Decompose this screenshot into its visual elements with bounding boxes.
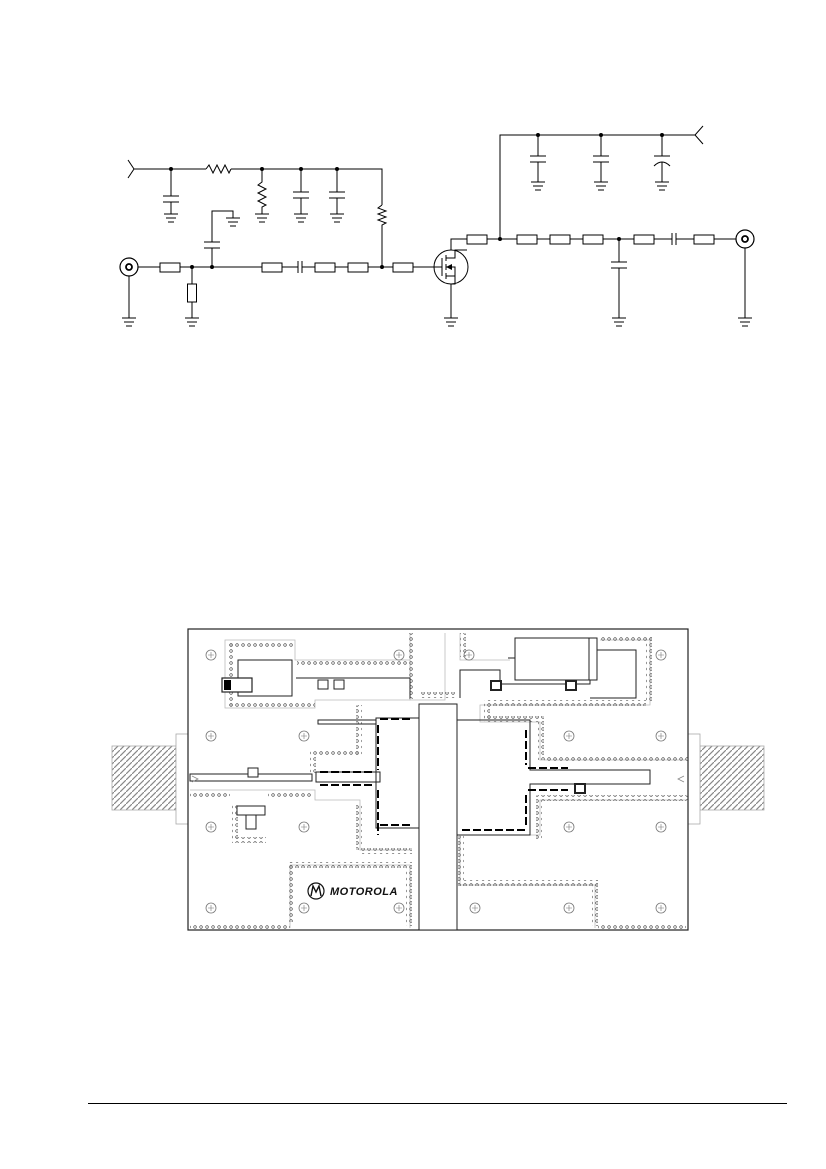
mounting-hole-crosses xyxy=(208,652,664,911)
electrolytic-capacitor xyxy=(653,135,671,191)
input-sma-connector xyxy=(111,733,189,825)
mounting-holes xyxy=(205,649,667,914)
footer-rule xyxy=(88,1103,787,1104)
output-shunt-capacitor xyxy=(611,239,627,327)
logo-emblem-icon xyxy=(307,882,325,900)
edge-markers xyxy=(191,775,685,783)
bypass-capacitor xyxy=(530,135,546,191)
output-line-segment xyxy=(582,234,604,245)
input-line-segment xyxy=(261,262,283,273)
bias-resistor-component xyxy=(221,659,293,697)
output-line-segment xyxy=(633,234,655,245)
shunt-resistor xyxy=(255,169,269,223)
input-line-segment xyxy=(392,262,414,273)
output-sma-connector xyxy=(687,733,765,825)
smd-capacitors xyxy=(236,679,586,830)
trace-markings xyxy=(320,718,568,835)
tuning-capacitor xyxy=(204,210,240,267)
input-line-segment xyxy=(159,262,181,273)
transistor-icon xyxy=(433,249,469,327)
gate-feed-resistor xyxy=(376,204,388,267)
electrolytic-capacitor-component xyxy=(508,637,637,699)
brand-name: MOTOROLA xyxy=(330,886,398,898)
amplifier-schematic xyxy=(119,125,755,327)
shunt-stub xyxy=(185,267,199,327)
output-line-segment xyxy=(693,234,715,245)
output-line-segment xyxy=(516,234,538,245)
series-resistor-top xyxy=(205,163,232,175)
via-fence xyxy=(190,633,688,930)
gate-supply-terminal xyxy=(127,159,135,179)
gate-bias-network xyxy=(127,159,388,267)
input-line-segment xyxy=(347,262,369,273)
input-matching-network xyxy=(119,210,437,327)
output-line-segment xyxy=(466,234,488,245)
output-matching-network xyxy=(450,229,755,327)
bypass-capacitor xyxy=(593,135,609,191)
bypass-capacitor xyxy=(329,169,345,223)
transistor-slot xyxy=(418,703,458,931)
drain-supply-terminal xyxy=(694,125,704,145)
output-connector-icon xyxy=(735,229,755,327)
brand-logo: MOTOROLA xyxy=(307,882,398,900)
input-connector-icon xyxy=(119,257,139,327)
pcb-layout: MOTOROLA xyxy=(111,628,765,931)
drain-bias-network xyxy=(499,125,704,239)
bypass-capacitor xyxy=(293,169,309,223)
bypass-capacitor xyxy=(163,169,179,223)
output-line-segment xyxy=(549,234,571,245)
input-line-segment xyxy=(314,262,336,273)
